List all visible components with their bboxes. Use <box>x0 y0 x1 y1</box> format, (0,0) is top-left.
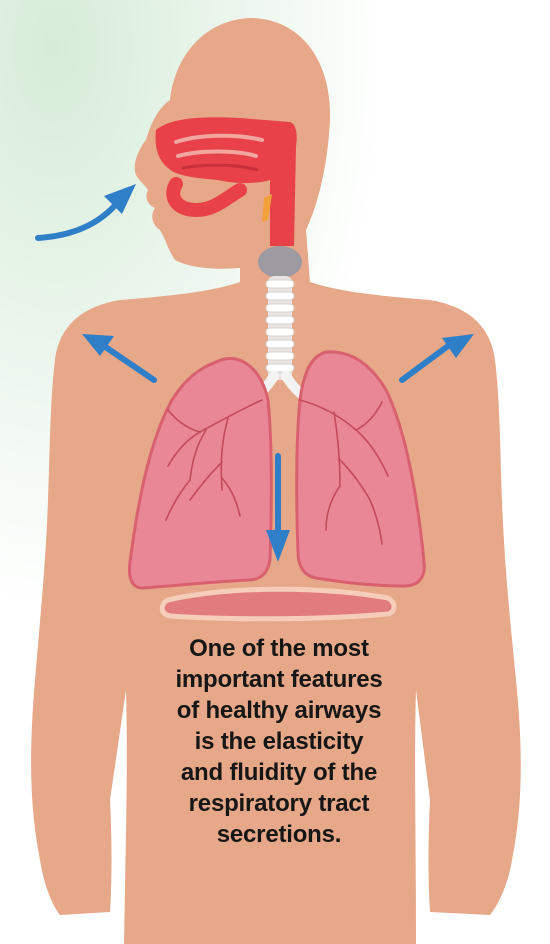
caption-line-6: respiratory tract <box>140 788 418 819</box>
caption-line-2: important features <box>140 664 418 695</box>
caption-line-5: and fluidity of the <box>140 757 418 788</box>
caption-text: One of the most important features of he… <box>140 633 418 850</box>
caption-line-7: secretions. <box>140 819 418 850</box>
larynx <box>258 246 302 278</box>
caption-line-1: One of the most <box>140 633 418 664</box>
caption-line-4: is the elasticity <box>140 726 418 757</box>
diaphragm <box>162 589 394 619</box>
caption-line-3: of healthy airways <box>140 695 418 726</box>
